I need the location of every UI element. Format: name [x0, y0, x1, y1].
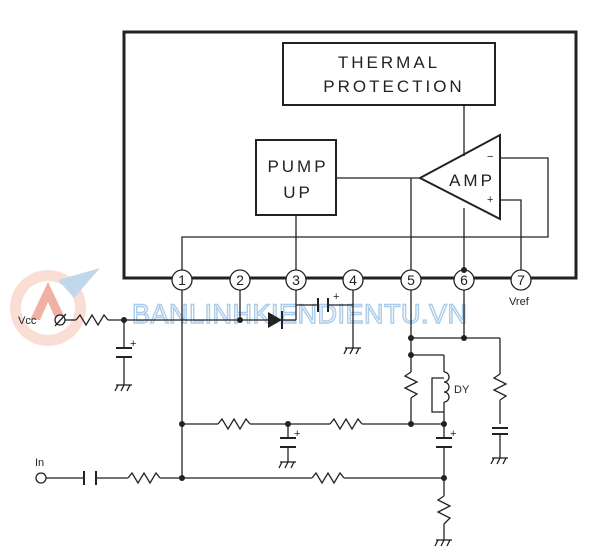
amp-plus-sign: +	[487, 194, 493, 206]
pin-2: 2	[229, 269, 251, 291]
pin-3: 3	[285, 269, 307, 291]
pin-1-label: 1	[178, 272, 186, 288]
pump-up-block: PUMP UP	[255, 139, 337, 216]
pump-label-line2: UP	[283, 183, 313, 202]
junction-dots	[121, 267, 467, 481]
thermal-label-line2: PROTECTION	[323, 77, 464, 96]
plus-sign-cap2: +	[333, 291, 339, 303]
pin-5: 5	[400, 269, 422, 291]
pin-7-label: 7	[517, 272, 525, 288]
amp-block: AMP − +	[417, 133, 501, 221]
pin-2-label: 2	[236, 272, 244, 288]
pin-3-label: 3	[292, 272, 300, 288]
input-label: In	[35, 457, 44, 469]
vref-label: Vref	[509, 296, 530, 308]
pin-7: 7	[510, 269, 532, 291]
pin-5-label: 5	[407, 272, 415, 288]
ground-symbols	[114, 347, 508, 547]
plus-sign-cap4: +	[450, 428, 456, 440]
pin-4: 4	[342, 269, 364, 291]
pin-1: 1	[171, 269, 193, 291]
pin-6-label: 6	[460, 272, 468, 288]
ic-pins: 1 2 3 4 5 6 7	[171, 269, 532, 291]
watermark-logo	[10, 268, 100, 346]
capacitors	[83, 298, 508, 485]
pin-4-label: 4	[349, 272, 357, 288]
dy-label: DY	[454, 384, 470, 396]
amp-label: AMP	[449, 171, 495, 190]
amp-minus-sign: −	[487, 151, 493, 163]
internal-wiring	[181, 105, 549, 270]
thermal-label-line1: THERMAL	[338, 53, 440, 72]
watermark-text: BANLINHKIENDIENTU.VN	[132, 299, 468, 329]
thermal-protection-block: THERMAL PROTECTION	[282, 42, 496, 106]
plus-sign-cap1: +	[130, 338, 136, 350]
pump-label-line1: PUMP	[267, 157, 328, 176]
vcc-label: Vcc	[18, 315, 37, 327]
diode	[268, 311, 283, 329]
plus-sign-cap3: +	[294, 428, 300, 440]
